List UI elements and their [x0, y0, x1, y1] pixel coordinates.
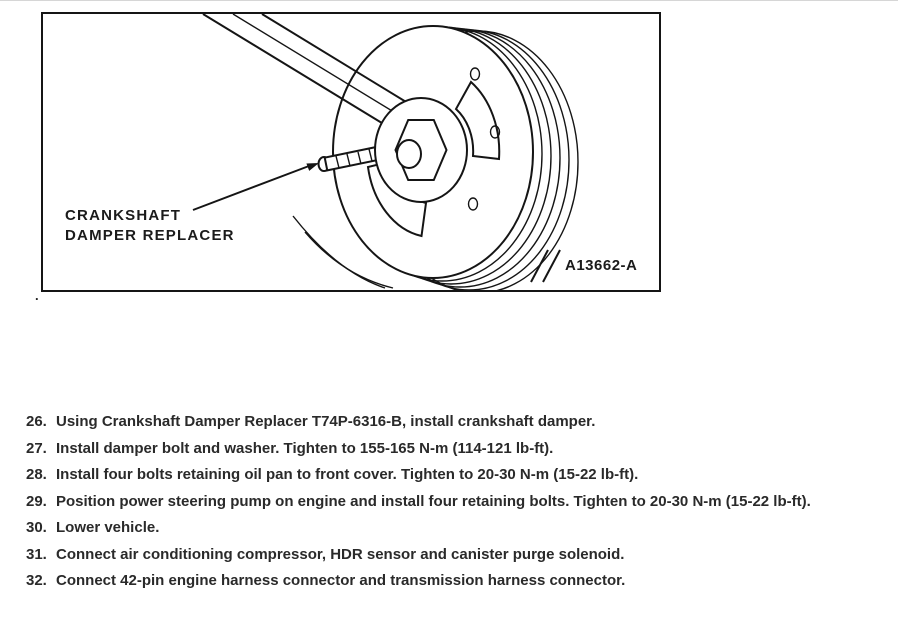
figure-id-group: A13662-A	[530, 249, 637, 283]
figure-label-line2: DAMPER REPLACER	[65, 227, 235, 244]
step-item-30: 30. Lower vehicle.	[26, 515, 888, 542]
tool-shaft	[202, 14, 417, 135]
figure-id: A13662-A	[565, 257, 637, 274]
step-text: Connect 42-pin engine harness connector …	[56, 572, 626, 589]
hub-and-nut	[374, 97, 468, 203]
step-number: 28.	[26, 466, 47, 483]
step-text: Connect air conditioning compressor, HDR…	[56, 545, 625, 563]
step-text: Install damper bolt and washer. Tighten …	[56, 439, 554, 457]
stray-dot: .	[35, 288, 39, 303]
step-item-27: 27. Install damper bolt and washer. Tigh…	[26, 436, 888, 463]
step-item-28: 28. Install four bolts retaining oil pan…	[26, 462, 888, 489]
step-number: 32.	[26, 572, 47, 589]
step-number: 27.	[26, 439, 47, 457]
step-item-26: 26. Using Crankshaft Damper Replacer T74…	[26, 409, 888, 436]
step-text: Install four bolts retaining oil pan to …	[56, 466, 639, 483]
step-number: 30.	[26, 519, 47, 536]
instruction-steps: 26. Using Crankshaft Damper Replacer T74…	[26, 409, 888, 595]
step-item-31: 31. Connect air conditioning compressor,…	[26, 542, 888, 569]
face-slot-upper	[454, 80, 501, 161]
step-number: 26.	[26, 413, 47, 430]
bolt-hole	[469, 67, 481, 81]
step-text: Position power steering pump on engine a…	[56, 492, 811, 510]
step-number: 29.	[26, 492, 47, 510]
crankshaft-damper-figure: CRANKSHAFT DAMPER REPLACER A13662-A	[65, 14, 637, 290]
step-number: 31.	[26, 545, 47, 563]
step-text: Using Crankshaft Damper Replacer T74P-63…	[56, 413, 596, 430]
figure-box: CRANKSHAFT DAMPER REPLACER A13662-A	[41, 12, 661, 292]
bolt-hole	[467, 197, 479, 211]
bolt-hole	[489, 125, 501, 139]
step-item-29: 29. Position power steering pump on engi…	[26, 489, 888, 516]
step-item-32: 32. Connect 42-pin engine harness connec…	[26, 568, 888, 595]
step-text: Lower vehicle.	[56, 519, 160, 536]
callout-arrow	[192, 163, 319, 211]
figure-label-line1: CRANKSHAFT	[65, 207, 181, 224]
